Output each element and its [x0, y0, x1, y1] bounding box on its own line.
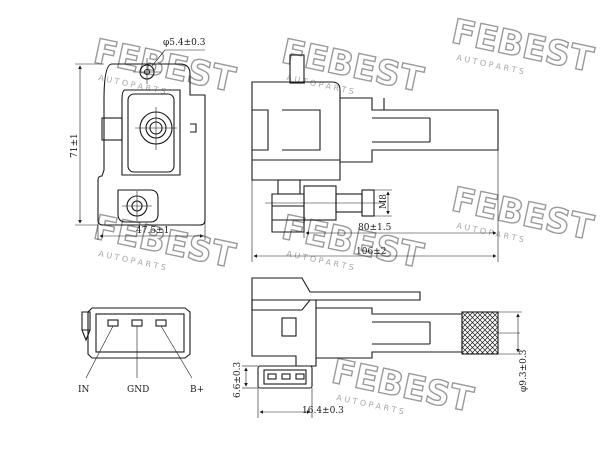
connector-view — [81, 307, 193, 379]
dim-height: 71±1 — [70, 133, 80, 158]
front-view — [75, 49, 206, 240]
dim-width: 47.5±1 — [136, 226, 169, 236]
dim-overall-length: 106±2 — [356, 247, 386, 257]
pin-label-gnd: GND — [127, 385, 149, 395]
pin-label-in: IN — [78, 385, 90, 395]
dim-thread: M8 — [379, 194, 389, 209]
pin-label-b-plus: B+ — [190, 385, 204, 395]
dim-plug-height: 6.6±0.3 — [233, 362, 243, 398]
dim-tip-diameter: φ9.3±0.3 — [519, 349, 529, 392]
top-view — [242, 277, 522, 418]
dim-probe-length: 80±1.5 — [358, 223, 392, 233]
side-view — [251, 54, 499, 262]
dim-hole-diameter: φ5.4±0.3 — [163, 38, 206, 48]
dim-plug-width: 16.4±0.3 — [302, 406, 344, 416]
